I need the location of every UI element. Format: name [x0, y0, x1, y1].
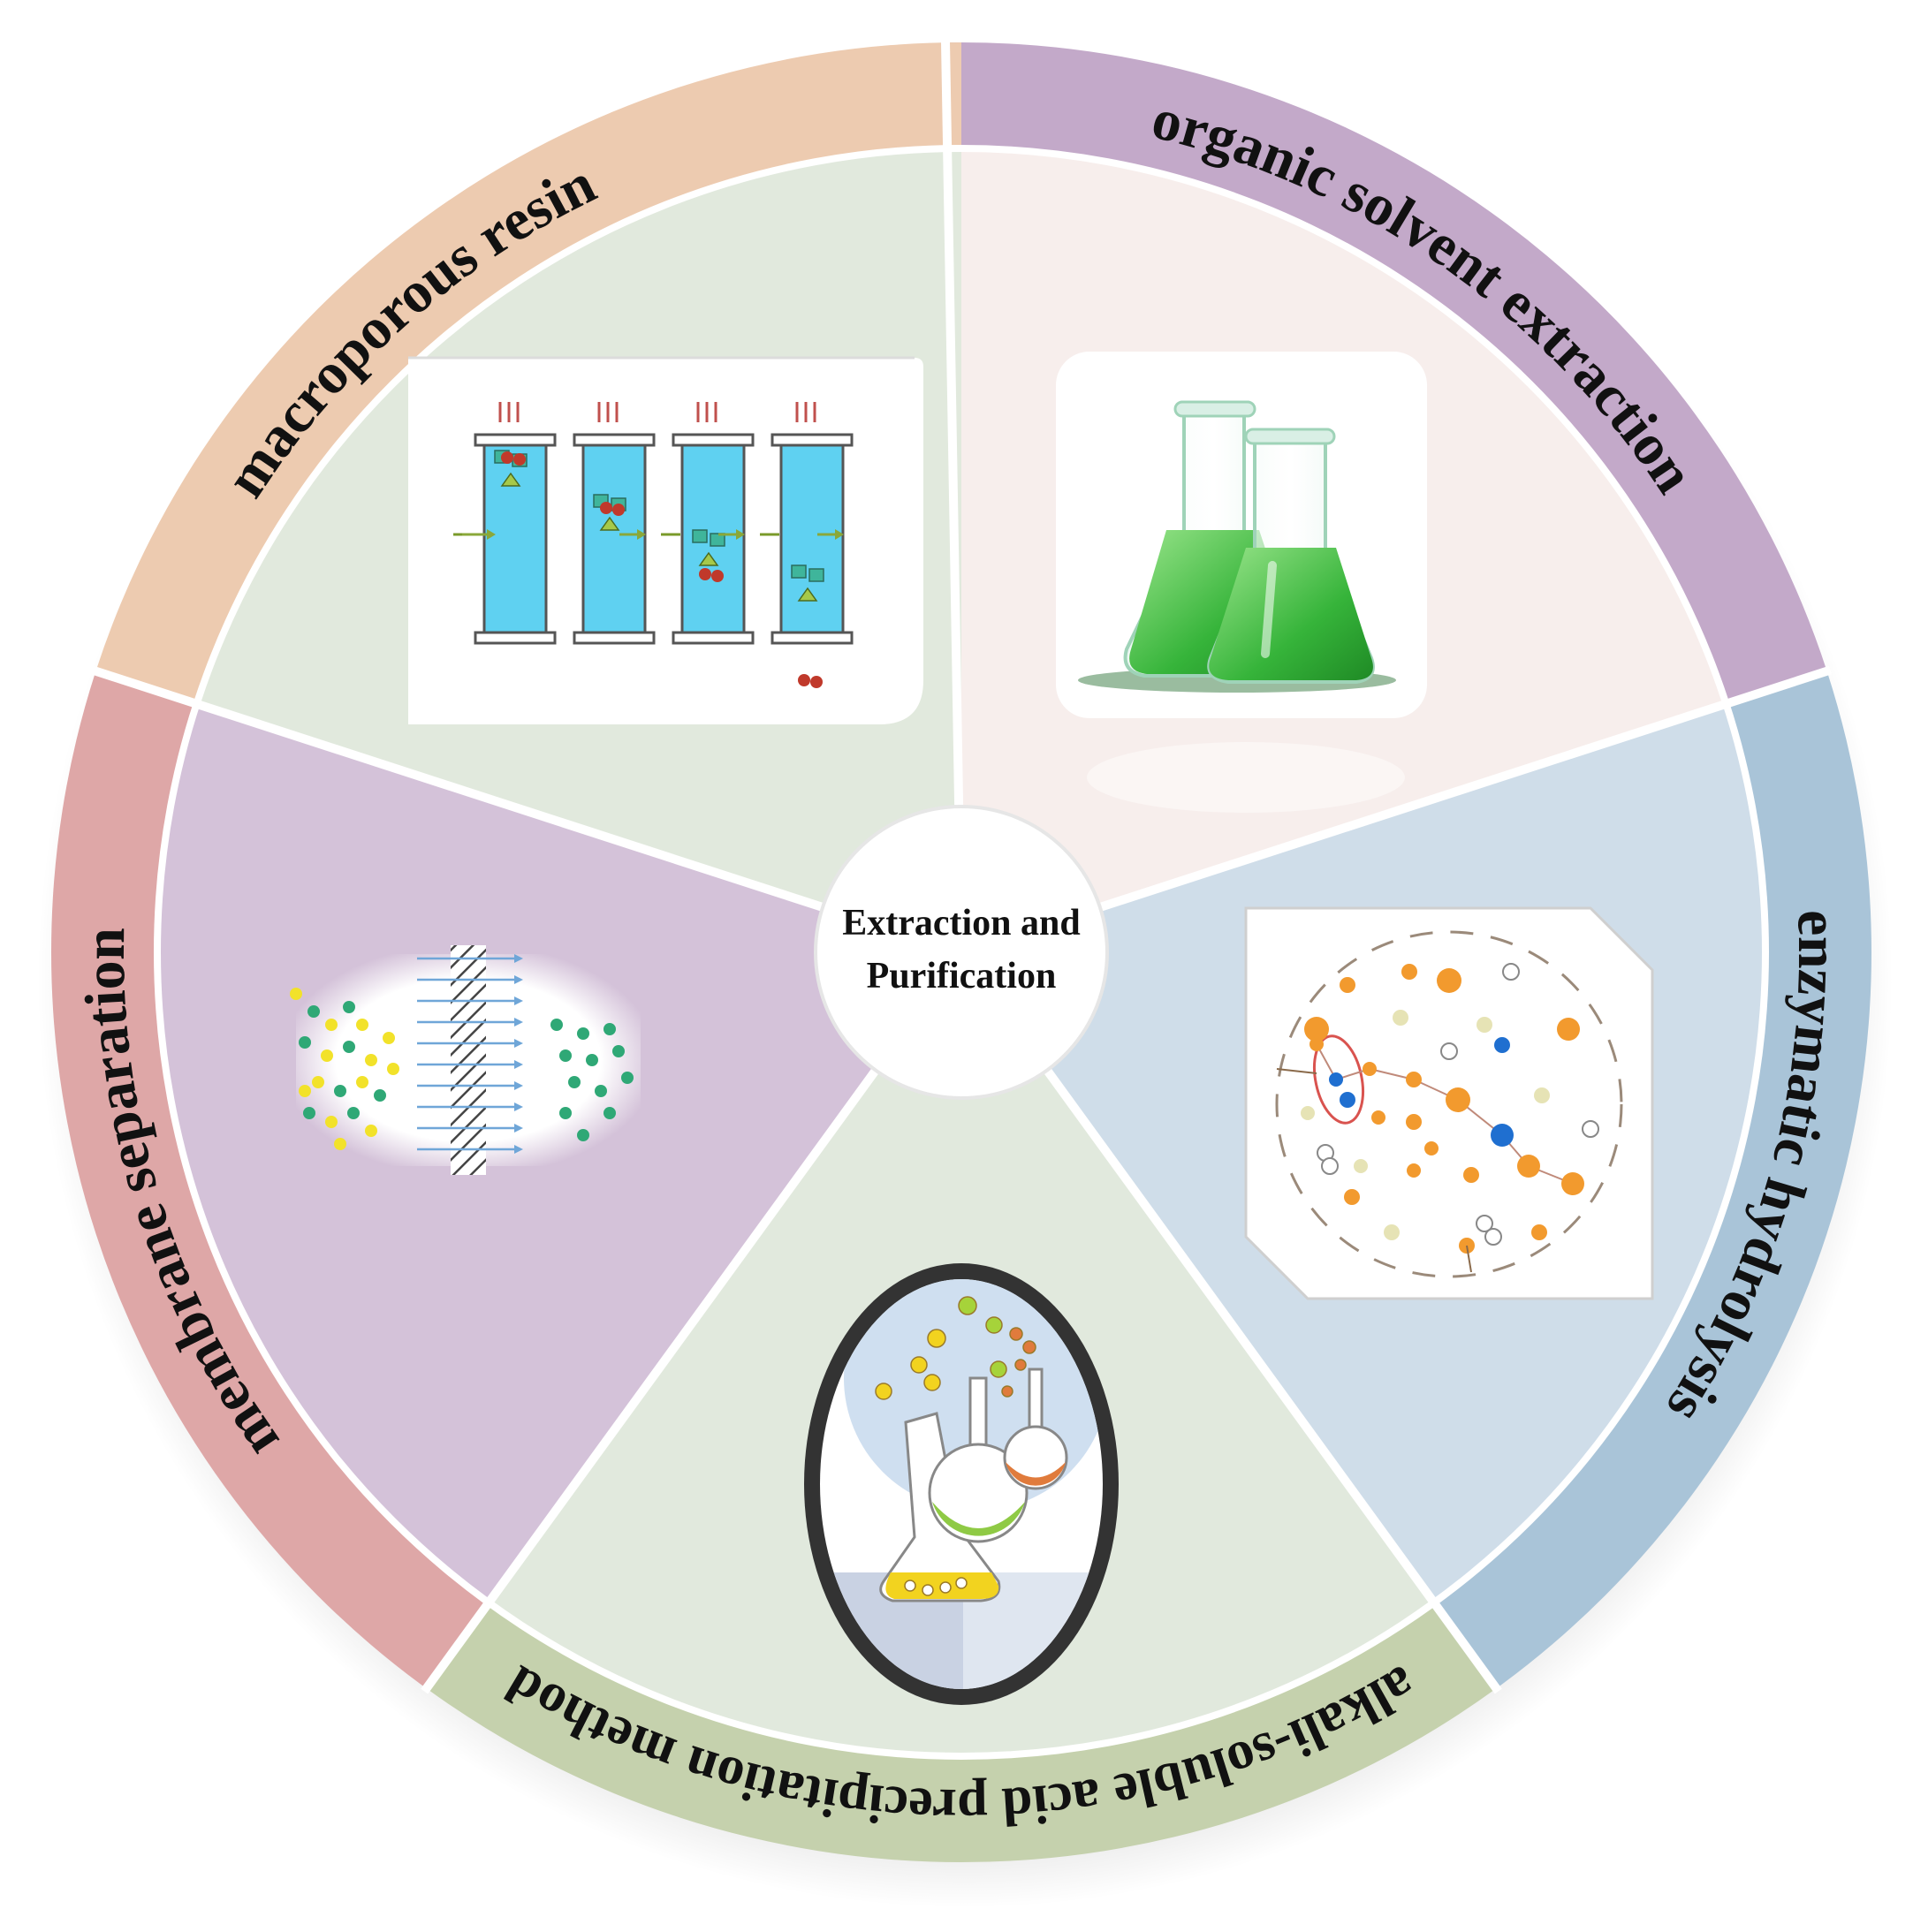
ring-segment-enzymatic-hydrolysis — [426, 1602, 1497, 1863]
molecule-network-icon — [1244, 906, 1654, 1300]
ring-segment-macroporous-resin — [945, 42, 1827, 704]
ring-segment-membrane-separation — [95, 42, 961, 704]
sector-dividers — [91, 39, 1832, 1760]
center-title-line1: Extraction and — [842, 903, 1081, 943]
outer-ring — [51, 42, 1871, 1863]
chromatography-column-icon — [408, 356, 923, 724]
sector-divider — [91, 665, 824, 912]
erlenmeyer-flasks-icon — [1056, 352, 1427, 813]
ring-segment-alkali-soluble-acid-precipitation-method — [51, 671, 490, 1689]
center-title-line2: Purification — [867, 956, 1057, 996]
sector-divider — [421, 1067, 880, 1694]
sector-divider — [1098, 665, 1832, 912]
sector-divider — [940, 39, 964, 807]
ring-segment-organic-solvent-extraction — [1433, 671, 1871, 1689]
membrane-filter-icon — [290, 945, 641, 1175]
sector-divider — [1043, 1067, 1502, 1694]
center-circle — [814, 805, 1109, 1100]
